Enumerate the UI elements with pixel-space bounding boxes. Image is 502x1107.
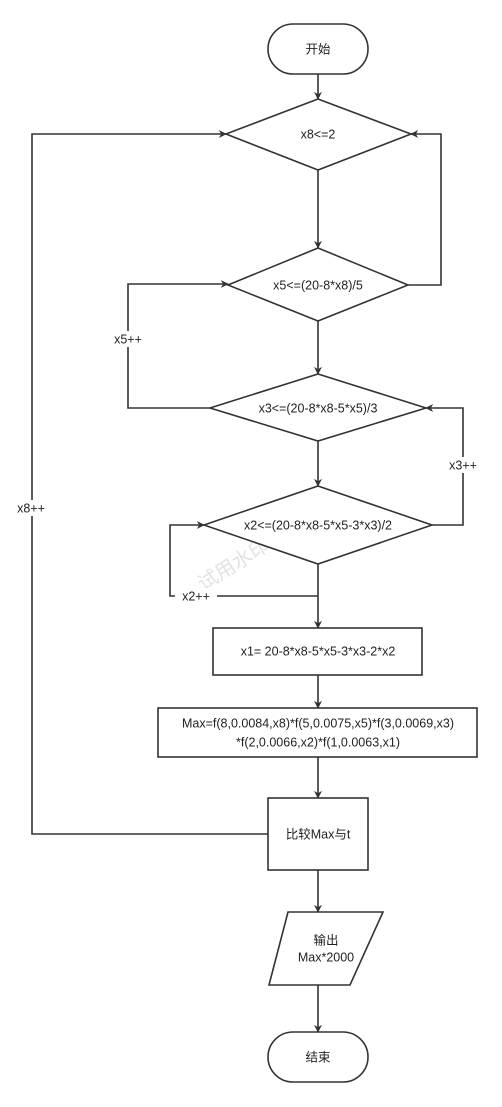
decision-x2 [201,485,435,565]
process-max-line1: Max=f(8,0.0084,x8)*f(5,0.0075,x5)*f(3,0.… [182,716,454,730]
decision-x2-label: x2<=(20-8*x8-5*x5-3*x3)/2 [244,518,392,532]
x3-inc-label: x3++ [449,458,477,472]
decision-x3-label: x3<=(20-8*x8-5*x5)/3 [259,401,378,415]
edge-x8-increment [31,130,268,835]
process-compare [267,797,369,871]
start-terminator [267,23,369,75]
start-label: 开始 [305,42,331,56]
process-max [157,707,478,758]
decision-x8-label: x8<=2 [301,127,336,141]
x2-inc-label-bg [175,588,217,604]
x3-inc-label-bg [442,457,484,473]
decision-x5-label: x5<=(20-8*x8)/5 [273,278,363,292]
output-line1: 输出 [313,932,338,947]
x8-inc-label: x8++ [17,501,45,515]
edge-x2-increment [169,521,318,597]
decision-x8 [223,98,414,171]
process-x1 [212,627,423,676]
process-x1-label: x1= 20-8*x8-5*x5-3*x3-2*x2 [241,644,396,658]
end-terminator [267,1031,369,1083]
output-parallelogram [267,911,385,986]
x2-inc-label: x2++ [182,589,210,603]
process-compare-label: 比较Max与t [286,826,351,841]
process-max-line2: *f(2,0.0066,x2)*f(1,0.0063,x1) [236,735,400,749]
decision-x5 [225,247,411,322]
x5-inc-label-bg [107,331,149,347]
x8-inc-label-bg [10,500,52,516]
edge-x5-exit-to-x8 [408,130,442,286]
output-line2: Max*2000 [298,950,354,964]
decision-x3 [207,373,429,442]
end-label: 结束 [305,1050,331,1064]
x5-inc-label: x5++ [114,332,142,346]
